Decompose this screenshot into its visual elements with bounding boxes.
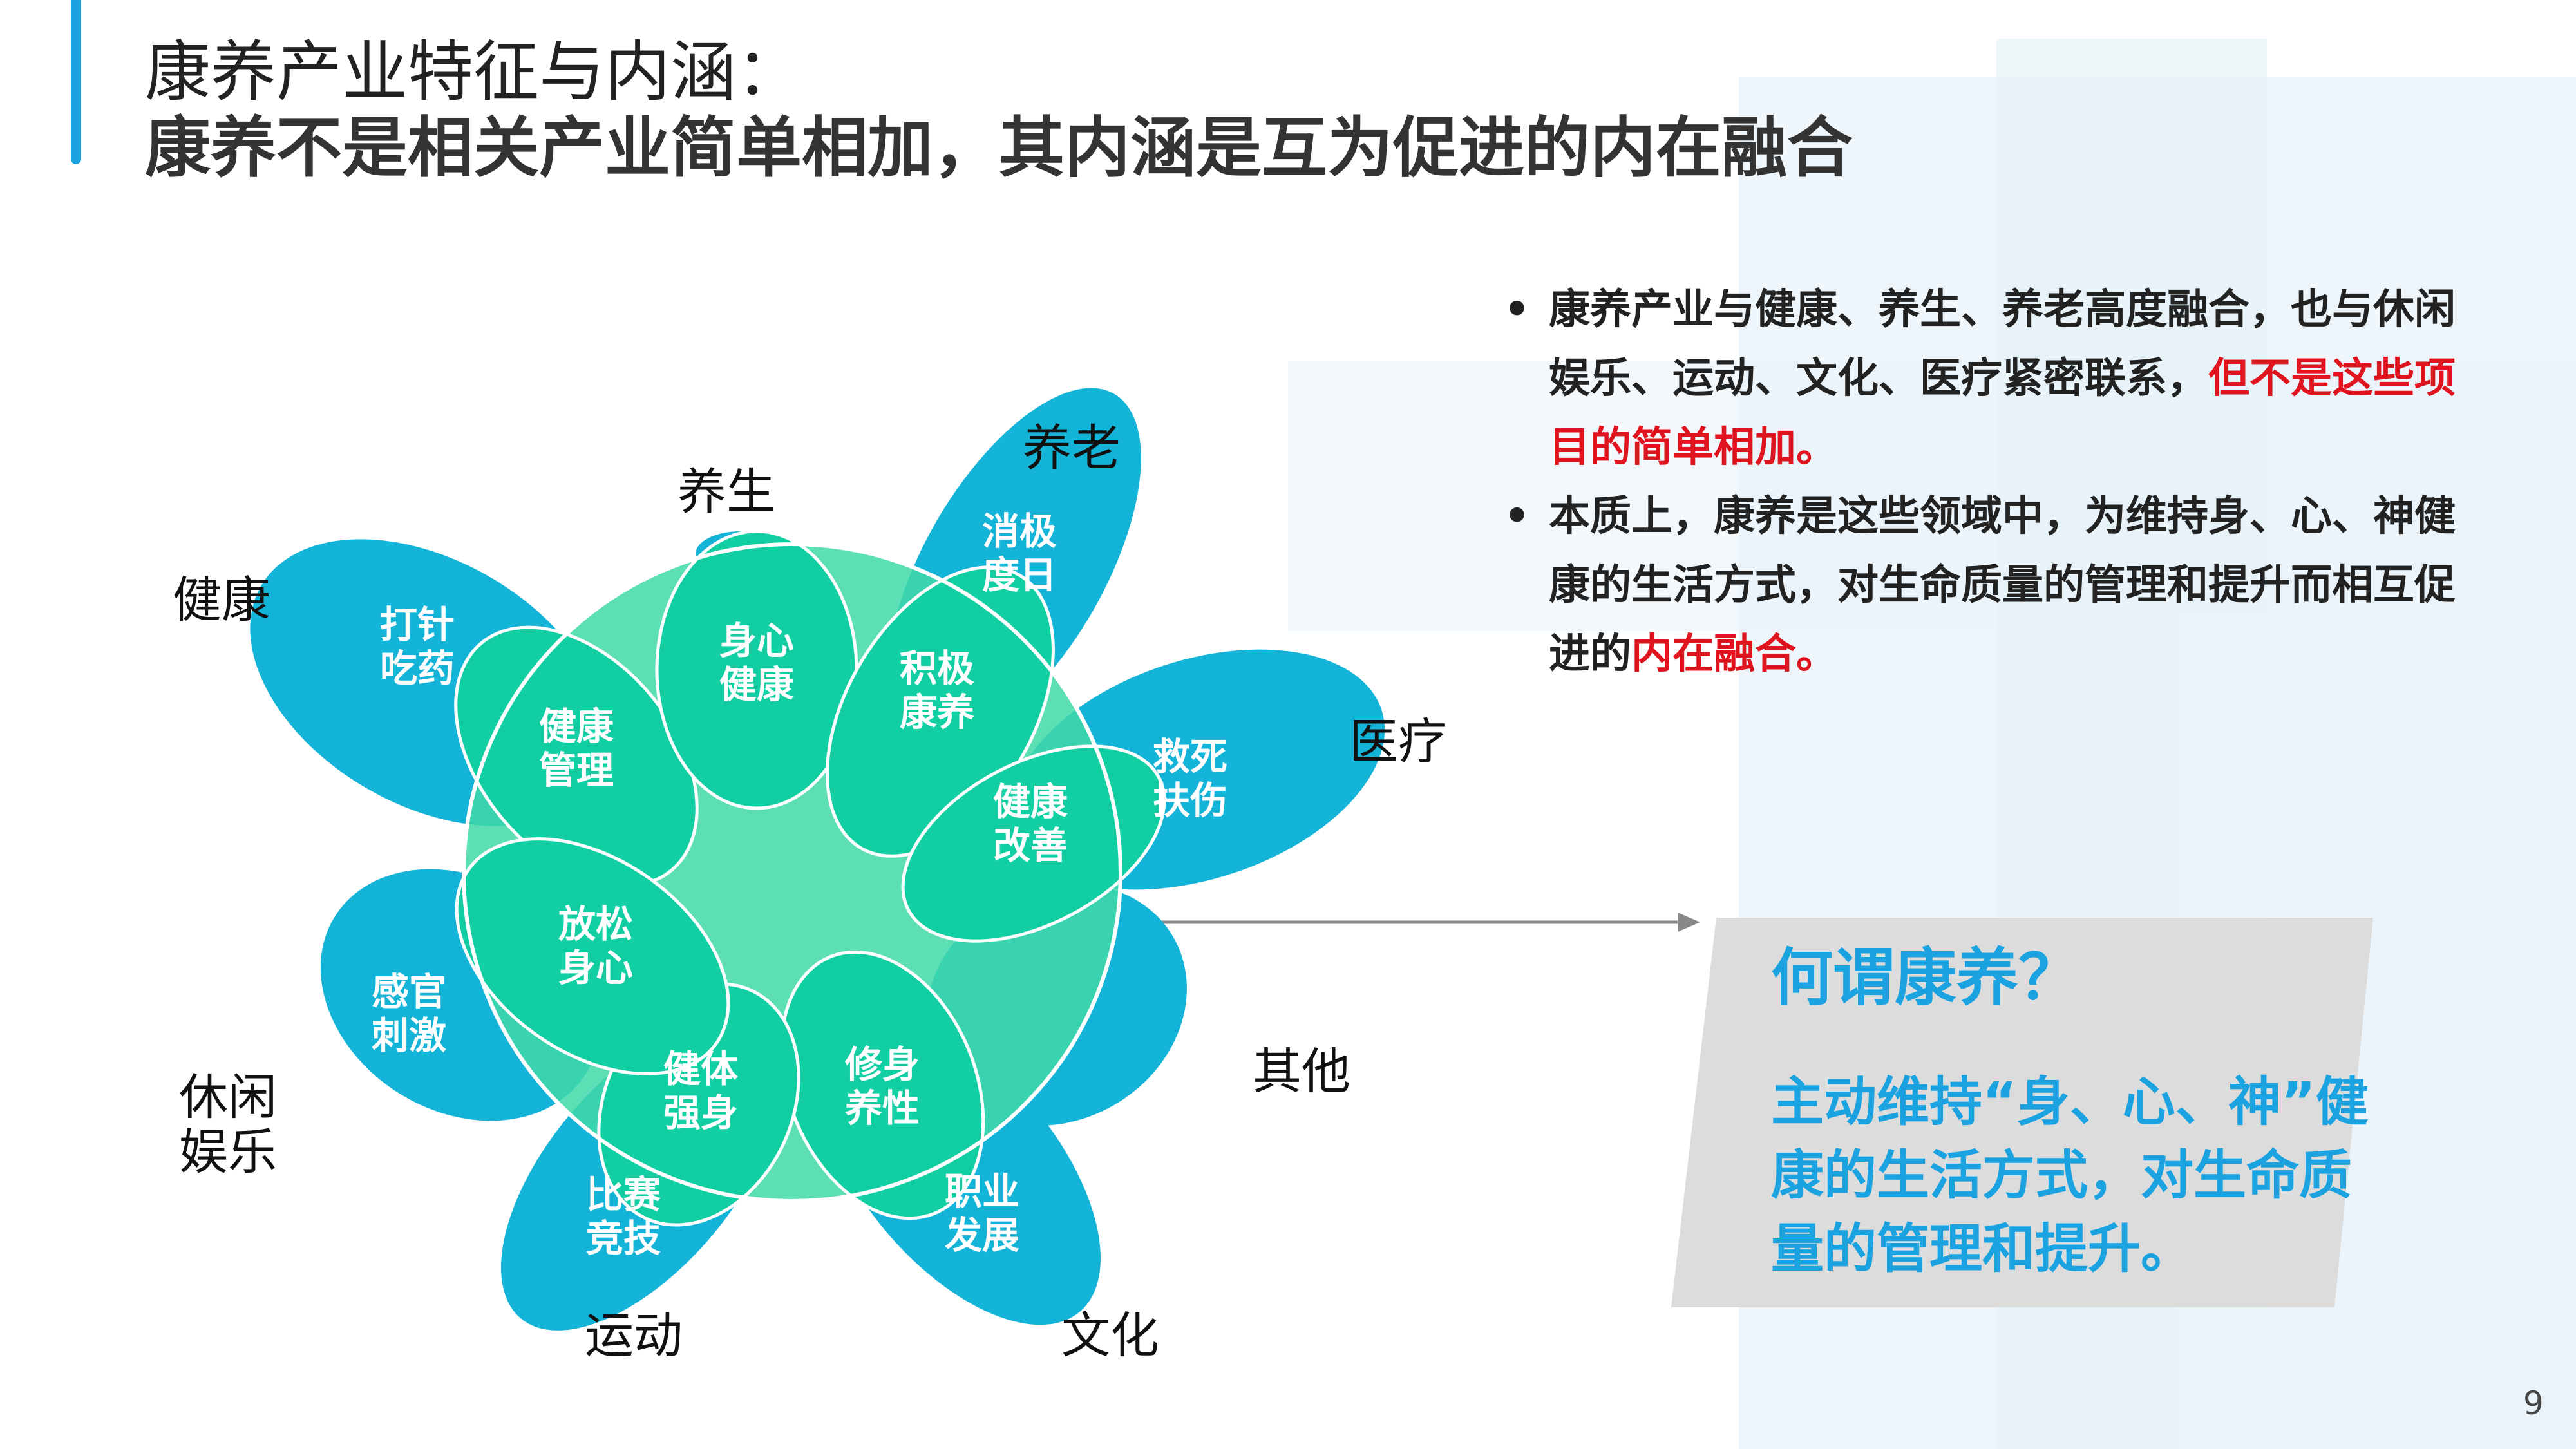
inner-text-fangsong: 放松 [558, 904, 633, 945]
bullet-item: • 本质上，康养是这些领域中，为维持身、心、神健康的生活方式，对生命质量的管理和… [1504, 482, 2460, 689]
inner-petal-health-improve [901, 744, 1166, 943]
bullet-marker: • [1504, 286, 1530, 334]
label-health: 健康 [173, 573, 270, 628]
page-number: 9 [2523, 1385, 2544, 1422]
inner-text-gaishan-2: 改善 [993, 825, 1068, 867]
label-xiuxian: 休闲 [179, 1070, 277, 1125]
inner-text-jiji-2: 康养 [900, 692, 974, 734]
inner-text-jianti-2: 强身 [663, 1092, 738, 1134]
inner-text-guanli: 健康 [539, 706, 614, 748]
bullet-text: 康养产业与健康、养生、养老高度融合，也与休闲娱乐、运动、文化、医疗紧密联系， [1549, 286, 2456, 402]
inner-text-gaishan: 健康 [993, 781, 1068, 823]
bullet-list: • 康养产业与健康、养生、养老高度融合，也与休闲娱乐、运动、文化、医疗紧密联系，… [1504, 276, 2460, 689]
label-xiuxian-2: 娱乐 [179, 1125, 277, 1180]
inner-text-guanli-2: 管理 [539, 750, 614, 791]
petal-text-dazhen-2: 吃药 [380, 648, 455, 690]
slide-subtitle: 康养不是相关产业简单相加，其内涵是互为促进的内在融合 [145, 110, 1853, 187]
inner-text-shenxin: 身心 [719, 620, 794, 662]
arrow-head [1678, 913, 1700, 932]
callout-title: 何谓康养？ [1771, 942, 2080, 1014]
label-yanglao: 养老 [1023, 421, 1121, 476]
inner-text-fangsong-2: 身心 [558, 947, 633, 989]
inner-text-jiji: 积极 [900, 648, 974, 690]
petal-text-zhiye-2: 发展 [945, 1215, 1019, 1256]
petal-text-jiusi-2: 扶伤 [1153, 780, 1227, 822]
petal-text-xiaoji: 消极 [982, 511, 1057, 553]
petal-text-xiaoji-2: 度日 [982, 554, 1057, 596]
bullet-highlight: 但不是这些项目的简单相加。 [1549, 355, 2456, 471]
bullet-marker: • [1504, 493, 1530, 540]
center-circle-outline [462, 542, 1122, 1203]
inner-petal-relax [455, 837, 730, 1075]
label-yangsheng: 养生 [677, 465, 775, 520]
title-accent-bar [71, 0, 81, 164]
label-qita: 其他 [1253, 1045, 1350, 1099]
bullet-highlight: 内在融合。 [1631, 630, 1837, 678]
label-yiliao: 医疗 [1349, 715, 1447, 770]
inner-text-xiushen-2: 养性 [845, 1088, 920, 1130]
petal-text-bisai-2: 竞技 [586, 1218, 661, 1260]
label-yundong: 运动 [585, 1309, 683, 1363]
petal-text-ganguan-2: 刺激 [372, 1015, 446, 1057]
petal-text-ganguan: 感官 [372, 971, 446, 1013]
callout-body: 主动维持“身、心、神”健康的生活方式，对生命质量的管理和提升。 [1771, 1072, 2369, 1280]
petal-text-zhiye: 职业 [945, 1171, 1019, 1213]
inner-petal-cultivation [779, 950, 985, 1220]
label-wenhua: 文化 [1061, 1309, 1159, 1363]
inner-text-jianti: 健体 [663, 1048, 738, 1090]
inner-text-shenxin-2: 健康 [719, 664, 794, 706]
bullet-item: • 康养产业与健康、养生、养老高度融合，也与休闲娱乐、运动、文化、医疗紧密联系，… [1504, 276, 2460, 482]
petal-text-dazhen: 打针 [380, 604, 455, 646]
inner-text-xiushen: 修身 [845, 1044, 920, 1086]
petal-text-jiusi: 救死 [1153, 736, 1227, 778]
slide-title: 康养产业特征与内涵： [145, 34, 802, 111]
petal-text-bisai: 比赛 [586, 1174, 661, 1216]
bullet-text: 本质上，康养是这些领域中，为维持身、心、神健康的生活方式，对生命质量的管理和提升… [1549, 493, 2456, 678]
